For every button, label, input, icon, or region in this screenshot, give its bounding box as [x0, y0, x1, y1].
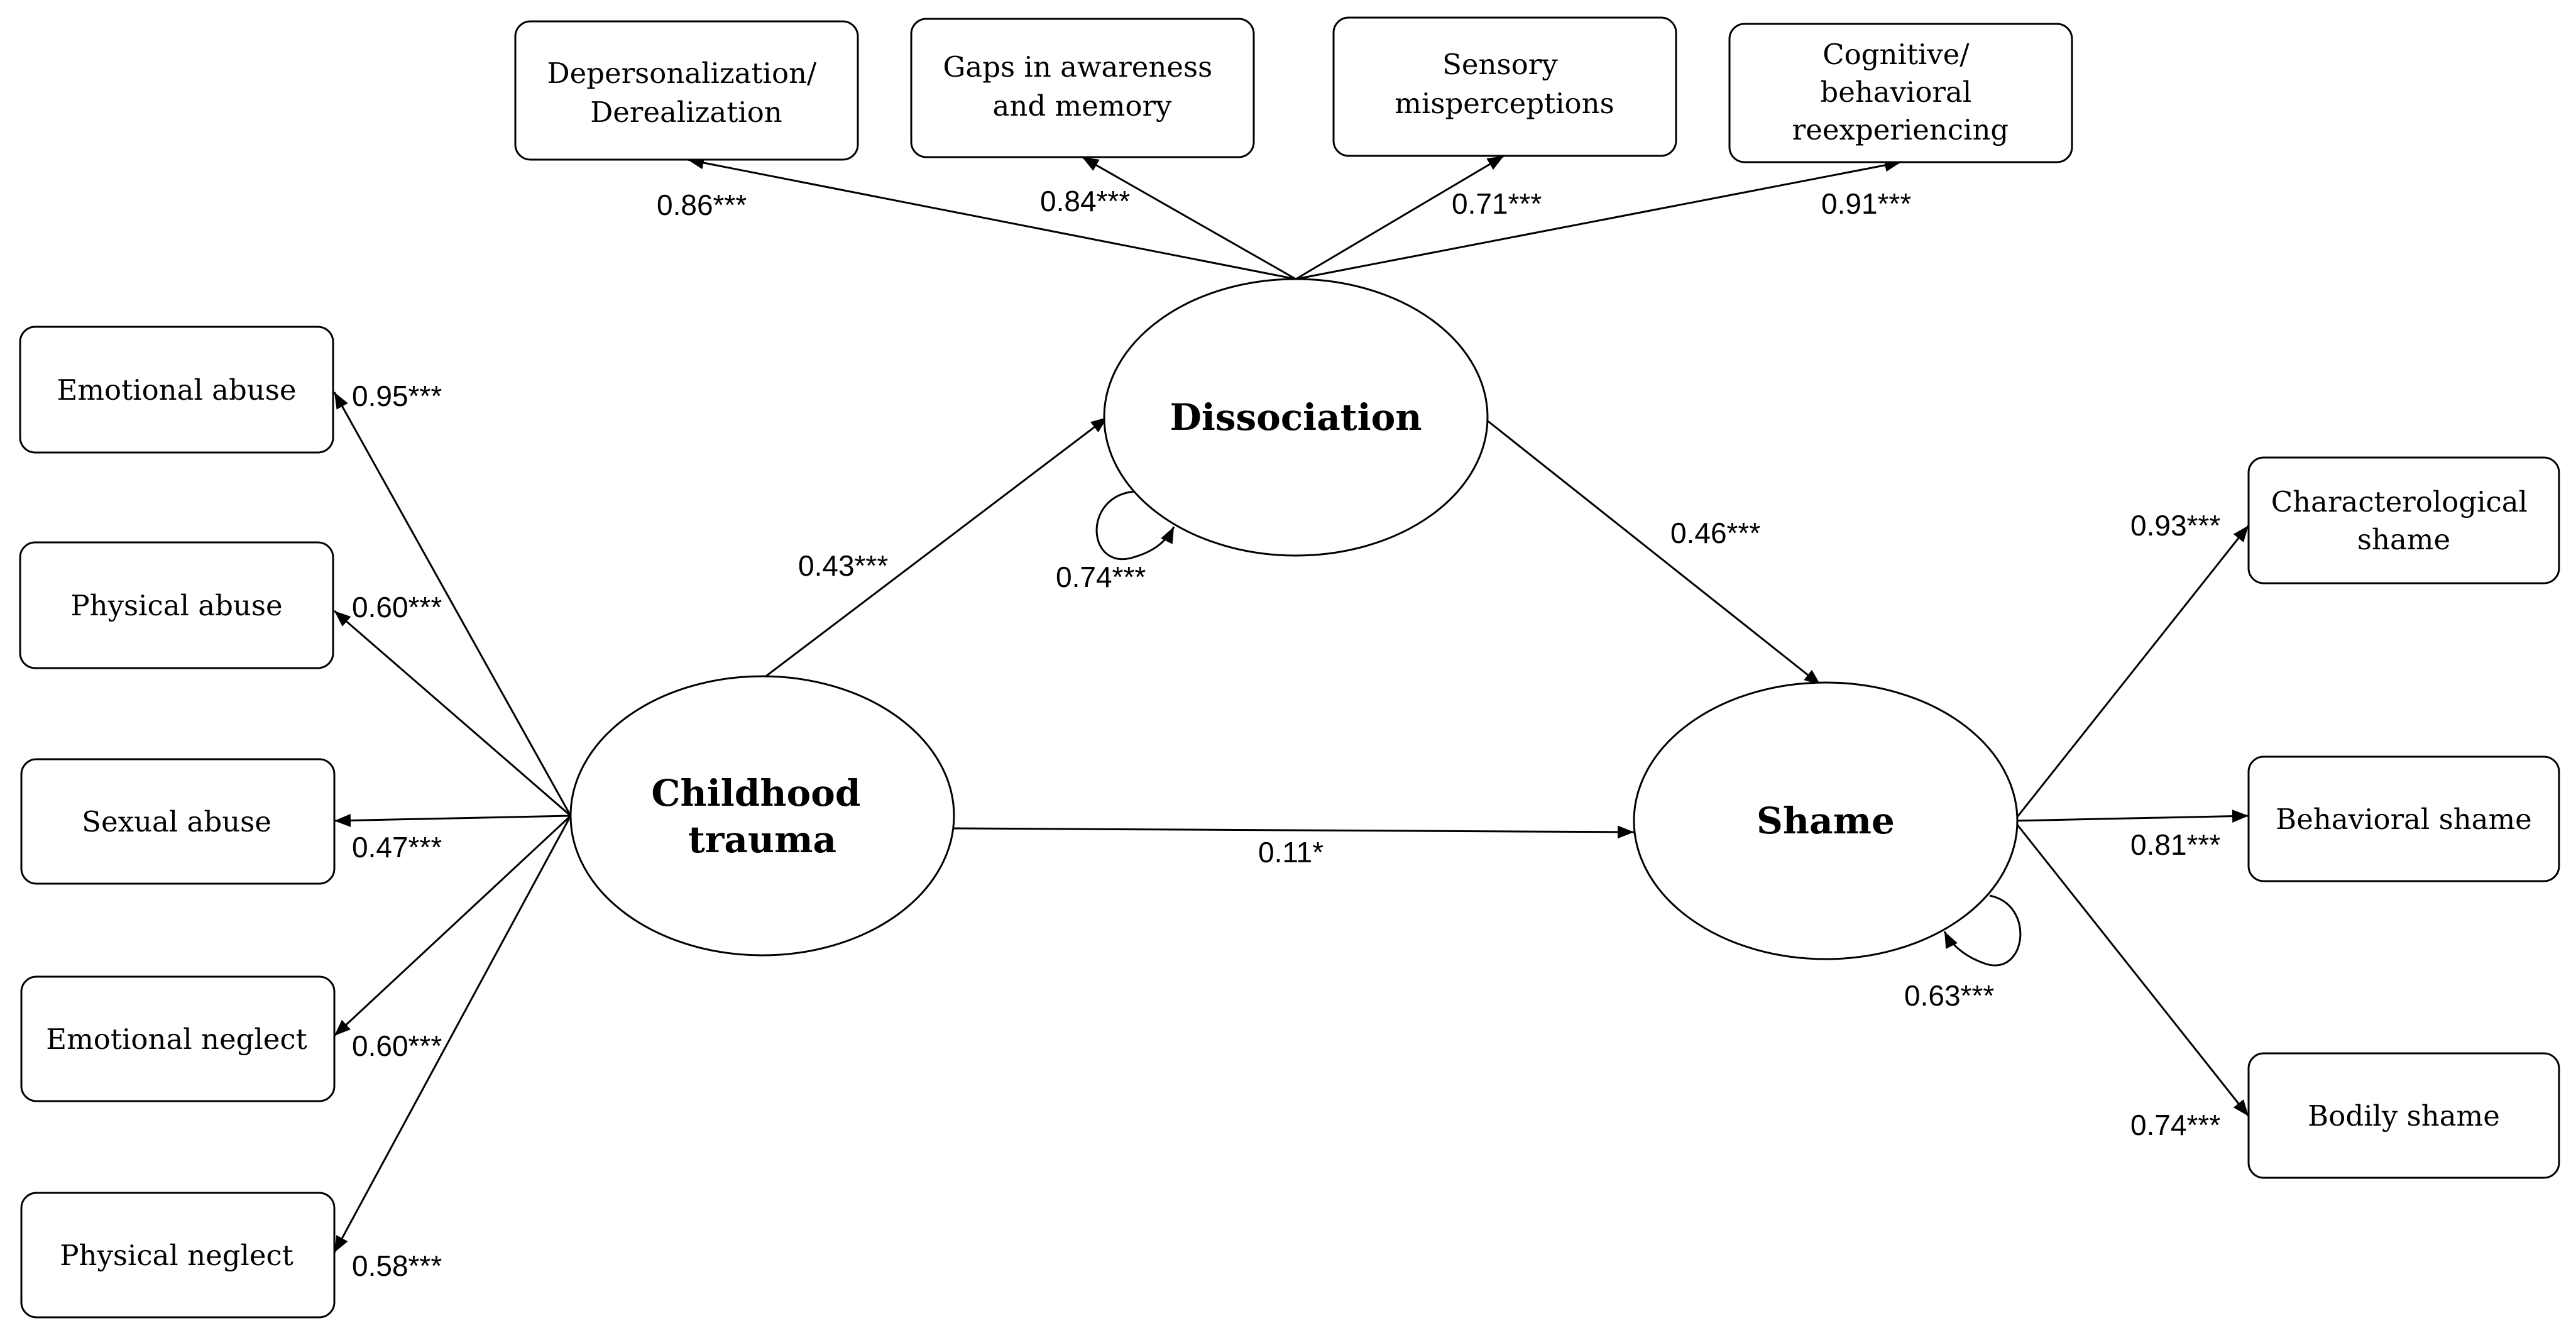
indicator-label: Bodily shame	[2308, 1099, 2500, 1133]
loading-emotional-abuse: 0.95***	[352, 380, 442, 412]
indicator-box-physical-abuse: Physical abuse	[19, 541, 334, 669]
latent-dissociation: Dissociation	[1103, 278, 1489, 557]
indicator-label: Behavioral shame	[2276, 803, 2532, 836]
residual-shame: 0.63***	[1904, 979, 1994, 1012]
indicator-box-physical-neglect: Physical neglect	[20, 1192, 336, 1319]
loading-characterological-shame: 0.93***	[2130, 509, 2220, 542]
loading-emotional-neglect: 0.60***	[352, 1029, 442, 1062]
loading-physical-abuse: 0.60***	[352, 591, 442, 623]
loading-behavioral-shame: 0.81***	[2130, 828, 2220, 861]
indicator-label: Physical abuse	[70, 589, 282, 622]
indicator-label: Physical neglect	[60, 1239, 293, 1272]
loading-cognitive: 0.91***	[1821, 187, 1911, 220]
path-shame-bodily	[2013, 820, 2250, 1117]
indicator-label: Depersonalization/ Derealization	[547, 57, 826, 129]
trauma-indicators: Emotional abuse Physical abuse Sexual ab…	[19, 326, 336, 1319]
latent-childhood-trauma: Childhood trauma	[569, 675, 955, 957]
path-trauma-physical-neglect	[333, 815, 572, 1253]
path-dissociation-sensory	[1295, 155, 1504, 280]
indicator-label: Emotional abuse	[57, 373, 296, 407]
indicator-label: Sexual abuse	[82, 805, 271, 838]
indicator-box-gaps-awareness-memory: Gaps in awareness and memory	[910, 18, 1255, 158]
indicator-box-bodily-shame: Bodily shame	[2247, 1052, 2560, 1179]
path-trauma-physical-abuse	[334, 610, 571, 817]
coefficient-labels: 0.95*** 0.60*** 0.47*** 0.60*** 0.58*** …	[352, 185, 2220, 1282]
indicator-box-characterological-shame: Characterological shame	[2247, 456, 2560, 584]
indicator-box-emotional-abuse: Emotional abuse	[19, 326, 334, 454]
latent-label: Dissociation	[1170, 396, 1422, 439]
indicator-label: Sensory misperceptions	[1395, 48, 1614, 120]
path-trauma-sexual-abuse	[334, 814, 571, 827]
indicator-box-sensory-misperceptions: Sensory misperceptions	[1332, 16, 1677, 157]
residual-loop-dissociation	[1095, 490, 1175, 560]
path-trauma-to-dissociation	[764, 416, 1108, 679]
latent-shame: Shame	[1633, 681, 2019, 960]
dissociation-indicators: Depersonalization/ Derealization Gaps in…	[514, 16, 2073, 163]
loading-physical-neglect: 0.58***	[352, 1249, 442, 1282]
path-dissociation-gaps	[1082, 156, 1296, 280]
indicator-label: Cognitive/ behavioral reexperiencing	[1792, 38, 2009, 146]
loading-depersonalization: 0.86***	[657, 189, 747, 221]
shame-indicators: Characterological shame Behavioral shame…	[2247, 456, 2560, 1179]
indicator-box-behavioral-shame: Behavioral shame	[2247, 755, 2560, 882]
path-dissociation-depersonalization	[687, 156, 1296, 280]
loading-sensory: 0.71***	[1452, 187, 1542, 220]
path-shame-behavioral	[2014, 809, 2249, 823]
path-dissociation-cognitive	[1295, 158, 1902, 280]
indicator-box-depersonalization: Depersonalization/ Derealization	[514, 20, 859, 161]
indicator-label: Gaps in awareness and memory	[943, 50, 1221, 123]
coef-trauma-to-shame: 0.11*	[1258, 836, 1324, 869]
loading-bodily-shame: 0.74***	[2130, 1109, 2220, 1141]
indicator-box-cognitive-behavioral-reexperiencing: Cognitive/ behavioral reexperiencing	[1728, 23, 2073, 163]
latent-label: Shame	[1757, 799, 1895, 842]
indicator-box-sexual-abuse: Sexual abuse	[20, 758, 336, 885]
path-dissociation-to-shame	[1483, 416, 1821, 686]
path-trauma-to-shame	[953, 825, 1635, 839]
indicator-label: Emotional neglect	[46, 1023, 307, 1056]
path-trauma-emotional-abuse	[333, 392, 572, 816]
residual-dissociation: 0.74***	[1056, 561, 1146, 593]
coef-dissociation-to-shame: 0.46***	[1670, 517, 1760, 549]
indicator-label: Characterological shame	[2271, 485, 2537, 556]
loading-sexual-abuse: 0.47***	[352, 831, 442, 864]
latent-label: Childhood trauma	[651, 772, 873, 861]
residual-loop-shame	[1943, 894, 2022, 967]
path-shame-characterological	[2013, 525, 2250, 821]
path-trauma-emotional-neglect	[333, 815, 572, 1037]
coef-trauma-to-dissociation: 0.43***	[798, 549, 888, 582]
indicator-box-emotional-neglect: Emotional neglect	[20, 975, 336, 1102]
paths-layer	[333, 155, 2250, 1253]
loading-gaps-awareness: 0.84***	[1040, 185, 1130, 217]
